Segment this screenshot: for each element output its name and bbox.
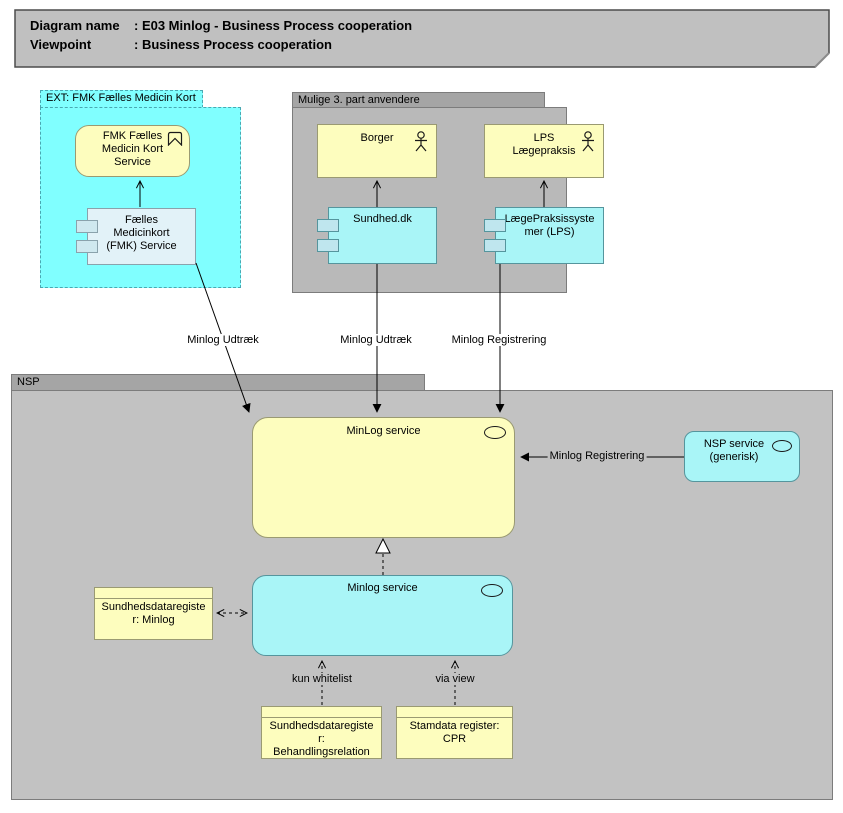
node-sdr-minlog[interactable]: Sundhedsdataregiste r: Minlog (94, 587, 213, 640)
node-borger[interactable]: Borger (317, 124, 437, 178)
rel-label-lps-registrering: Minlog Registrering (449, 334, 549, 346)
node-fmk-function-label: FMK Fælles Medicin Kort Service (101, 130, 164, 168)
title-label-1: Diagram name (30, 18, 120, 33)
node-minlog-service-impl-label: Minlog service (347, 582, 418, 594)
node-nsp-service[interactable]: NSP service (generisk) (684, 431, 800, 482)
function-icon (167, 131, 183, 146)
rel-label-via-view: via view (433, 673, 477, 685)
node-fmk-component[interactable]: Fælles Medicinkort (FMK) Service (76, 208, 196, 265)
group-nsp-tab[interactable]: NSP (11, 374, 425, 391)
node-sundhed-dk[interactable]: Sundhed.dk (317, 207, 437, 264)
node-borger-label: Borger (360, 132, 394, 144)
rel-label-nsp-registrering: Minlog Registrering (547, 450, 647, 462)
node-stamdata-cpr-label: Stamdata register: CPR (409, 720, 500, 745)
data-object-band (95, 588, 212, 599)
node-stamdata-cpr[interactable]: Stamdata register: CPR (396, 706, 513, 759)
node-sdr-minlog-label: Sundhedsdataregiste r: Minlog (101, 601, 206, 626)
service-oval-icon (772, 440, 792, 452)
group-mulige-label: Mulige 3. part anvendere (298, 94, 420, 106)
rel-label-sundhed-udtraek: Minlog Udtræk (338, 334, 414, 346)
component-icon (76, 220, 98, 233)
data-object-band (397, 707, 512, 718)
node-sundhed-dk-label: Sundhed.dk (353, 213, 412, 225)
component-icon (317, 239, 339, 252)
component-icon (317, 219, 339, 232)
title-label-2: Viewpoint (30, 37, 92, 52)
rel-label-kun-whitelist: kun whitelist (290, 673, 354, 685)
title-value-1: : E03 Minlog - Business Process cooperat… (134, 18, 413, 33)
actor-icon (415, 131, 427, 152)
node-minlog-service-app-label: MinLog service (346, 425, 421, 437)
component-icon (484, 239, 506, 252)
node-fmk-component-label: Fælles Medicinkort (FMK) Service (106, 214, 177, 252)
group-nsp-label: NSP (17, 376, 40, 388)
node-minlog-service-app[interactable]: MinLog service (252, 417, 515, 538)
node-sdr-behandling-label: Sundhedsdataregiste r: Behandlingsrelati… (269, 720, 374, 758)
component-icon (76, 240, 98, 253)
node-nsp-service-label: NSP service (generisk) (703, 438, 765, 463)
node-minlog-service-impl[interactable]: Minlog service (252, 575, 513, 656)
service-oval-icon (484, 426, 506, 439)
service-oval-icon (481, 584, 503, 597)
group-mulige-tab[interactable]: Mulige 3. part anvendere (292, 92, 545, 108)
node-lps-actor[interactable]: LPS Lægepraksis (484, 124, 604, 178)
node-lps-system-label: LægePraksissyste mer (LPS) (504, 213, 595, 238)
component-icon (484, 219, 506, 232)
node-fmk-function[interactable]: FMK Fælles Medicin Kort Service (75, 125, 190, 177)
diagram-title: Diagram name : E03 Minlog - Business Pro… (30, 16, 412, 54)
group-ext-fmk-tab[interactable]: EXT: FMK Fælles Medicin Kort (40, 90, 203, 108)
rel-label-fmk-udtraek: Minlog Udtræk (185, 334, 261, 346)
group-ext-fmk-label: EXT: FMK Fælles Medicin Kort (46, 92, 196, 104)
actor-icon (582, 131, 594, 152)
node-sdr-behandling[interactable]: Sundhedsdataregiste r: Behandlingsrelati… (261, 706, 382, 759)
title-value-2: : Business Process cooperation (134, 37, 332, 52)
data-object-band (262, 707, 381, 718)
node-lps-system[interactable]: LægePraksissyste mer (LPS) (484, 207, 604, 264)
node-lps-actor-label: LPS Lægepraksis (512, 132, 576, 157)
